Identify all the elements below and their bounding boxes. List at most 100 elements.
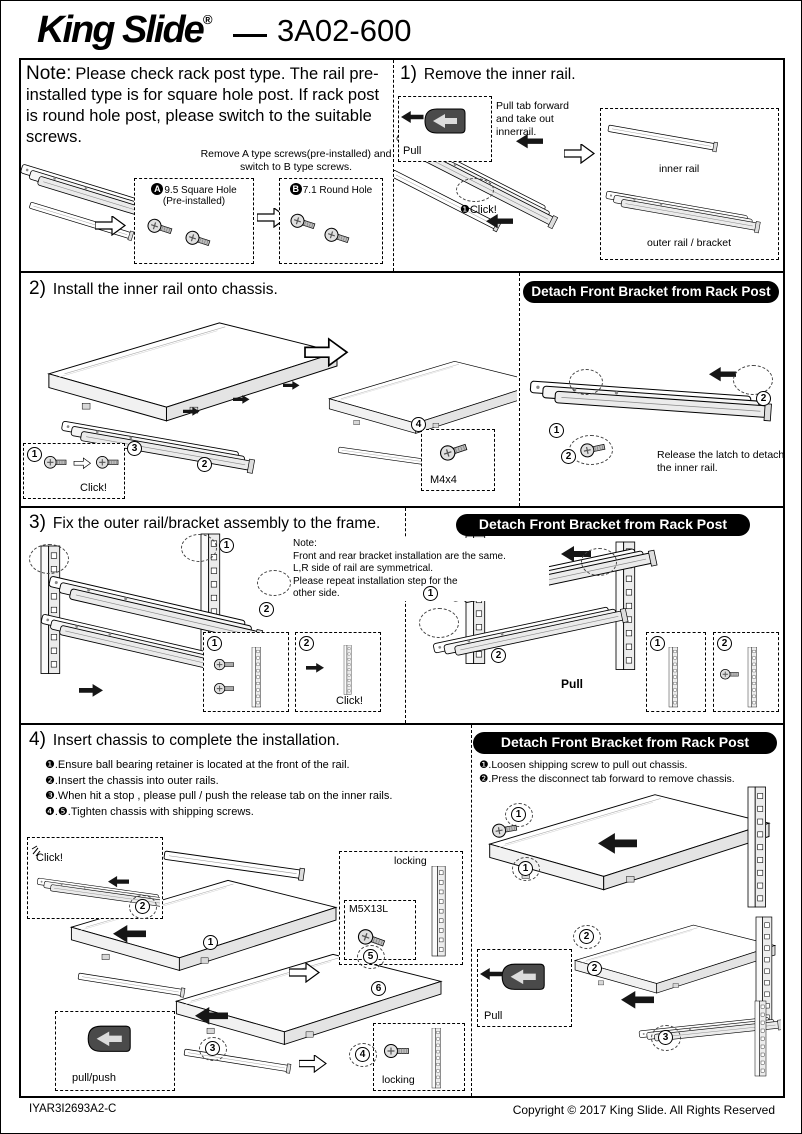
registered-mark: ®	[202, 12, 213, 27]
screw-a-subtitle: (Pre-installed)	[162, 196, 226, 207]
detach-banner: Detach Front Bracket from Rack Post	[456, 514, 750, 536]
callout-circle	[651, 1025, 681, 1051]
bracket-callout-circle	[733, 365, 773, 395]
click-label: Click!	[336, 695, 363, 707]
document-code: IYAR3I2693A2-C	[29, 1103, 117, 1115]
badge-2: 2	[579, 929, 594, 944]
pull-tab-icon	[501, 963, 545, 990]
right-arrow-icon	[289, 963, 320, 983]
release-latch-note: Release the latch to detach the inner ra…	[657, 449, 785, 474]
step4-instructions: ❶.Ensure ball bearing retainer is locate…	[45, 758, 392, 820]
callout-circle	[573, 925, 601, 949]
step1-number: 1)	[400, 63, 417, 84]
badge-2: 2	[717, 636, 732, 651]
pull-tab-note: Pull tab forward and take out innerrail.	[496, 100, 569, 138]
copyright-notice: Copyright © 2017 King Slide. All Rights …	[512, 1103, 775, 1117]
detach-chassis-illustration-1	[489, 786, 770, 908]
step2-title: Install the inner rail onto chassis.	[52, 281, 278, 298]
outer-rail-label: outer rail / bracket	[647, 237, 732, 249]
m4x4-screw-icon	[438, 439, 469, 463]
right-arrow-icon	[299, 1055, 327, 1073]
callout-circle	[129, 895, 157, 919]
badge-6: 6	[371, 981, 386, 996]
post-latch-icon	[306, 645, 352, 695]
screw-swap-icon	[44, 455, 119, 469]
locking-screw-icon	[383, 1043, 410, 1059]
title-dash	[233, 34, 267, 37]
badge-2: 2	[299, 636, 314, 651]
step2-number: 2)	[29, 278, 46, 299]
switch-screws-note: Remove A type screws(pre-installed) and …	[200, 148, 392, 173]
click-label: ❶Click!	[460, 204, 497, 216]
row-step2: 2) Install the inner rail onto chassis. …	[21, 273, 784, 508]
step3-heading: 3) Fix the outer rail/bracket assembly t…	[29, 512, 380, 534]
m4x4-screw-box: M4x4	[421, 429, 495, 491]
row3-divider	[405, 508, 406, 723]
note-title: Note:	[26, 63, 72, 84]
pull-tab-detail-box: Pull	[398, 96, 492, 162]
row-step4: 4) Insert chassis to complete the instal…	[21, 725, 783, 1096]
post-screw-icon	[213, 647, 261, 708]
badge-2: 2	[587, 961, 602, 976]
badge-1: 1	[219, 538, 234, 553]
post-icon	[431, 866, 446, 957]
badge-2: 2	[135, 899, 150, 914]
pull-label: Pull	[561, 677, 584, 691]
outer-rail-icon	[604, 190, 762, 234]
detach-detail-box-2: 2	[713, 632, 779, 712]
bracket-callout-circle	[419, 608, 459, 638]
detach-instructions: ❶.Loosen shipping screw to pull out chas…	[479, 758, 735, 786]
note-section: Note:Please check rack post type. The ra…	[21, 60, 394, 271]
instruction-line: ❹.❺.Tighten chassis with shipping screws…	[45, 805, 254, 818]
badge-1: 1	[423, 586, 438, 601]
badge-2: 2	[756, 391, 771, 406]
front-bracket-detail-box-1: 1	[203, 632, 289, 712]
detach-detail-box-1: 1	[646, 632, 706, 712]
badge-1: 1	[650, 636, 665, 651]
bracket-callout-circle	[581, 548, 617, 576]
pull-push-label: pull/push	[72, 1072, 117, 1084]
burst-icon	[31, 845, 41, 857]
badge-2: 2	[491, 648, 506, 663]
badge-3: 3	[127, 441, 142, 456]
m5x13l-label: M5X13L	[349, 903, 389, 915]
note-text: Note:Please check rack post type. The ra…	[26, 63, 391, 148]
latch-callout-circle	[456, 178, 494, 202]
step1-heading: 1) Remove the inner rail.	[400, 63, 576, 85]
instruction-line: ❶.Loosen shipping screw to pull out chas…	[479, 759, 688, 771]
step3-title: Fix the outer rail/bracket assembly to t…	[52, 515, 381, 532]
post-screw-icon	[720, 647, 757, 708]
badge-1: 1	[518, 861, 533, 876]
badge-1: 1	[27, 447, 42, 462]
left-arrow-icon	[480, 968, 503, 980]
step1-section: 1) Remove the inner rail. Pull Pull tab …	[394, 60, 783, 271]
badge-1: 1	[207, 636, 222, 651]
chassis-screw-detail-box: 1 Click!	[23, 443, 125, 499]
bracket-callout-circle	[29, 544, 69, 574]
inner-rail-icon	[607, 123, 719, 153]
bracket-callout-circle	[181, 534, 217, 562]
pull-detail-box: Pull	[477, 949, 572, 1027]
badge-1: 1	[511, 807, 526, 822]
m4x4-label: M4x4	[430, 474, 457, 486]
release-tab-icon	[87, 1025, 131, 1052]
circle-a-icon: A	[151, 183, 164, 195]
callout-circle	[199, 1037, 227, 1061]
locking-label: locking	[394, 855, 427, 867]
badge-2: 2	[561, 449, 576, 464]
badge-5: 5	[363, 949, 378, 964]
latch-callout-circle	[569, 369, 603, 395]
step2-heading: 2) Install the inner rail onto chassis.	[29, 278, 278, 300]
badge-4: 4	[411, 417, 426, 432]
detach-banner: Detach Front Bracket from Rack Post	[523, 281, 779, 303]
badge-2: 2	[197, 457, 212, 472]
main-frame: Note:Please check rack post type. The ra…	[19, 58, 785, 1098]
step1-title: Remove the inner rail.	[423, 66, 576, 83]
badge-3: 3	[205, 1041, 220, 1056]
post-icon	[668, 647, 678, 708]
row2-divider	[519, 273, 520, 506]
pull-label: Pull	[403, 145, 422, 157]
